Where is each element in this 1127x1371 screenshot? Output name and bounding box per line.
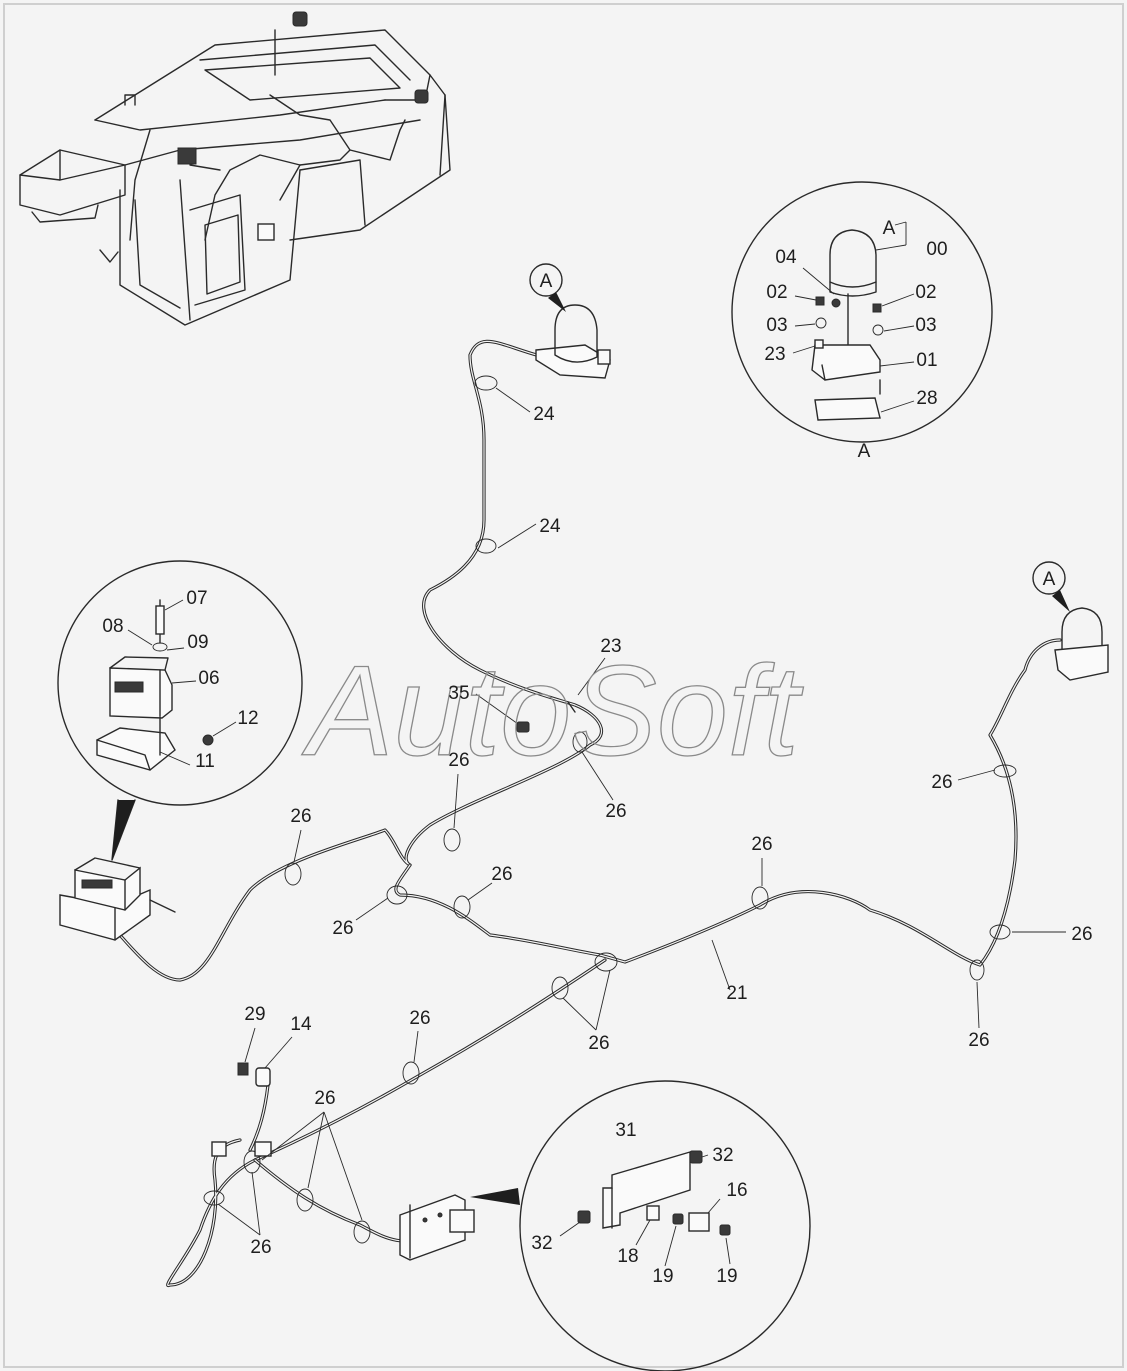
part-label-d-a-28: 28 xyxy=(916,388,937,409)
part-label-d-a-04: 04 xyxy=(775,247,797,268)
callout-a-right-label: A xyxy=(1043,569,1056,590)
part-label-d-a-bot: A xyxy=(858,441,871,462)
detail-circle-relay xyxy=(57,560,303,861)
watermark-text: AutoSoft xyxy=(301,640,803,783)
part-label-l-26-g: 26 xyxy=(931,772,952,793)
part-label-l-24b: 24 xyxy=(539,516,561,537)
diagram-border xyxy=(3,3,1124,1368)
part-label-l-26-k: 26 xyxy=(409,1008,430,1029)
part-label-l-26-b: 26 xyxy=(605,801,626,822)
part-label-l-26-c: 26 xyxy=(290,806,311,827)
harness-clips xyxy=(203,375,1017,1244)
part-label-l-29: 29 xyxy=(244,1004,265,1025)
part-label-d-c-31: 31 xyxy=(615,1120,636,1141)
part-label-l-26-f: 26 xyxy=(751,834,772,855)
label-leaders xyxy=(217,387,1066,1236)
part-label-d-a-02l: 02 xyxy=(766,282,787,303)
part-label-d-c-19l: 19 xyxy=(652,1266,673,1287)
part-label-d-c-16: 16 xyxy=(726,1180,747,1201)
part-label-d-b-12: 12 xyxy=(237,708,258,729)
relay-box-assembly xyxy=(59,857,176,941)
part-label-d-b-11: 11 xyxy=(195,751,215,772)
part-label-l-35: 35 xyxy=(448,683,469,704)
part-label-d-b-07: 07 xyxy=(186,588,207,609)
part-label-l-24a: 24 xyxy=(533,404,555,425)
part-label-d-b-08: 08 xyxy=(102,616,123,637)
part-label-l-26-l: 26 xyxy=(314,1088,335,1109)
part-label-l-26-d: 26 xyxy=(491,864,512,885)
bolt-35 xyxy=(516,701,576,733)
part-label-l-21: 21 xyxy=(726,983,747,1004)
controller-bracket xyxy=(399,1194,475,1261)
part-label-d-b-06: 06 xyxy=(198,668,219,689)
callout-a-center: A xyxy=(529,263,566,312)
part-label-d-c-32l: 32 xyxy=(531,1233,552,1254)
part-label-l-26-i: 26 xyxy=(968,1030,989,1051)
part-label-l-14: 14 xyxy=(290,1014,312,1035)
beacon-lamp-right xyxy=(1054,607,1109,681)
detail-circle-controller xyxy=(470,1080,811,1371)
part-label-l-26-m: 26 xyxy=(250,1237,271,1258)
beacon-lamp-center xyxy=(535,304,611,379)
part-label-d-a-00: 00 xyxy=(926,239,947,260)
part-labels: 24 24 23 35 26 26 26 26 26 26 26 26 26 21 26 26 26 26 29 14… xyxy=(102,218,1092,1287)
part-label-d-c-18: 18 xyxy=(617,1246,638,1267)
detail-circle-beacon xyxy=(731,181,993,443)
part-label-d-c-19r: 19 xyxy=(716,1266,737,1287)
callout-a-right: A xyxy=(1032,561,1070,612)
part-label-d-a-03l: 03 xyxy=(766,315,787,336)
part-label-l-26-a: 26 xyxy=(448,750,469,771)
part-label-d-a-23: 23 xyxy=(764,344,785,365)
part-label-d-a-02r: 02 xyxy=(915,282,936,303)
part-label-d-c-32r: 32 xyxy=(712,1145,733,1166)
part-label-l-26-j: 26 xyxy=(588,1033,609,1054)
part-label-l-26-e: 26 xyxy=(332,918,353,939)
part-label-d-a-01: 01 xyxy=(916,350,937,371)
connector-14 xyxy=(211,1062,272,1157)
callout-a-center-label: A xyxy=(540,271,553,292)
part-label-d-b-09: 09 xyxy=(187,632,208,653)
part-label-d-a-03r: 03 xyxy=(915,315,936,336)
wire-harness xyxy=(98,339,1062,1288)
part-label-l-23: 23 xyxy=(600,636,621,657)
excavator-cab-illustration xyxy=(19,11,451,326)
part-label-d-a-top: A xyxy=(883,218,896,239)
part-label-l-26-h: 26 xyxy=(1071,924,1092,945)
